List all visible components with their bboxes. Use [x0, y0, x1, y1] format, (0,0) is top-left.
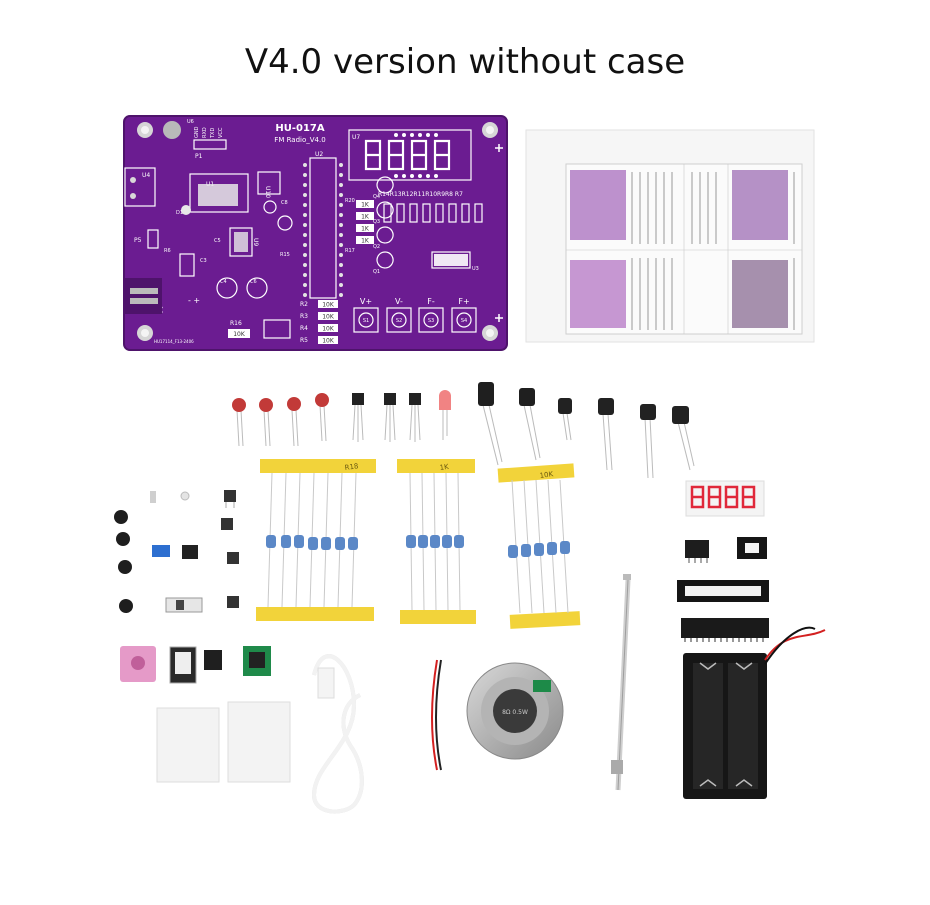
- svg-text:C6: C6: [250, 279, 257, 285]
- seven-segment-display: [685, 480, 765, 517]
- pcb-name: HU-017A: [275, 123, 325, 134]
- svg-text:R5: R5: [300, 337, 308, 344]
- pcb-10k-resistors: R2 R3 R4 R5 10K 10K 10K 10K: [300, 300, 338, 345]
- foam-pads: [156, 701, 291, 783]
- sheet-photo: [732, 170, 788, 240]
- svg-text:P1: P1: [195, 153, 203, 160]
- transistors: [352, 393, 421, 442]
- electrolytic-capacitors: [478, 382, 695, 479]
- pcb-board: HU-017A FM Radio_V4.0 GND RXD TXD VCC U6…: [123, 115, 508, 351]
- crosshair-marks: [495, 144, 503, 322]
- svg-text:GND: GND: [194, 126, 200, 138]
- svg-text:V+: V+: [360, 297, 372, 306]
- pcb-display-outline: U7: [348, 129, 472, 181]
- svg-text:R3: R3: [300, 313, 308, 320]
- svg-text:VCC: VCC: [218, 127, 224, 138]
- telescopic-antenna: [611, 574, 631, 791]
- svg-text:R15: R15: [280, 252, 290, 258]
- svg-text:P5: P5: [134, 237, 142, 244]
- svg-text:R4: R4: [300, 325, 308, 332]
- svg-text:Q1: Q1: [373, 269, 380, 275]
- instruction-sheet: [525, 129, 815, 343]
- svg-text:C5: C5: [214, 238, 221, 244]
- svg-text:C4: C4: [220, 279, 227, 285]
- sheet-photo: [732, 260, 788, 328]
- pcb-left-components: U4 U1 U10 U9 D1 C8 P5 R6 C3 C5 C4 C6: [124, 167, 293, 344]
- sheet-photo: [570, 260, 626, 328]
- jack: [182, 545, 198, 559]
- speaker: 8Ω 0.5W: [431, 659, 564, 771]
- svg-text:1K: 1K: [361, 202, 370, 209]
- svg-text:U4: U4: [142, 172, 150, 179]
- svg-text:S1: S1: [363, 318, 369, 324]
- page-title: V4.0 version without case: [244, 42, 686, 82]
- usb-plug: [317, 667, 335, 699]
- tape-label: R18: [344, 462, 359, 472]
- svg-text:1K: 1K: [361, 238, 370, 245]
- pcb-buttons: V+ V- F- F+ S1 S2 S3 S4: [353, 297, 477, 333]
- svg-text:Q2: Q2: [373, 244, 380, 250]
- svg-text:1K: 1K: [361, 226, 370, 233]
- svg-text:U10: U10: [264, 186, 271, 198]
- svg-text:Q4: Q4: [373, 194, 380, 200]
- svg-text:V-: V-: [395, 297, 403, 306]
- svg-text:S3: S3: [428, 318, 434, 324]
- svg-text:D1: D1: [176, 210, 183, 216]
- resistor-row-label: R14R13R12R11R10R9R8 R7: [378, 191, 463, 198]
- svg-text:U7: U7: [352, 134, 360, 141]
- battery-holder: [683, 626, 826, 799]
- svg-text:HU17114_F13-2406: HU17114_F13-2406: [154, 339, 194, 344]
- svg-text:U3: U3: [472, 266, 479, 272]
- ic-parts: [677, 537, 769, 642]
- svg-text:1K: 1K: [361, 214, 370, 221]
- svg-text:TXD: TXD: [210, 128, 216, 139]
- svg-text:C8: C8: [281, 200, 288, 206]
- pin-labels: GND RXD TXD VCC: [194, 126, 224, 139]
- pcb-resistor-row: [383, 203, 483, 223]
- speaker-rating: 8Ω 0.5W: [502, 709, 528, 716]
- svg-text:10K: 10K: [233, 331, 246, 338]
- svg-text:R6: R6: [164, 248, 171, 254]
- svg-text:U9: U9: [252, 238, 259, 246]
- modules-row: [120, 646, 271, 684]
- svg-text:10K: 10K: [322, 314, 335, 321]
- mounting-hole: [137, 121, 498, 341]
- pcb-side-resistors: R20 1K 1K 1K 1K R17: [345, 198, 374, 254]
- pcb-u3-outline: U3: [431, 251, 479, 272]
- svg-text:S4: S4: [461, 318, 467, 324]
- svg-text:10K: 10K: [322, 302, 335, 309]
- pcb-subtitle: FM Radio_V4.0: [274, 136, 325, 144]
- pcb-u2-outline: U2: [303, 151, 343, 299]
- svg-text:R17: R17: [345, 248, 355, 254]
- tape-label: 1K: [439, 463, 449, 472]
- resistor-strips: R18 1K 10K: [256, 459, 581, 629]
- svg-text:Q3: Q3: [373, 219, 380, 225]
- svg-text:F+: F+: [458, 297, 469, 306]
- small-parts: [114, 490, 239, 613]
- svg-text:F-: F-: [427, 297, 435, 306]
- svg-text:10K: 10K: [322, 338, 335, 345]
- polarity-label: - +: [188, 296, 200, 305]
- svg-text:R2: R2: [300, 301, 308, 308]
- svg-text:10K: 10K: [322, 326, 335, 333]
- svg-text:U6: U6: [187, 119, 194, 125]
- potentiometer: [152, 545, 170, 557]
- sheet-photo: [570, 170, 626, 240]
- usb-cable: [311, 654, 364, 814]
- svg-text:U2: U2: [315, 151, 323, 158]
- red-led: [439, 390, 451, 440]
- svg-text:C3: C3: [200, 258, 207, 264]
- pcb-transistors: [376, 176, 394, 269]
- svg-text:R20: R20: [345, 198, 355, 204]
- svg-text:RXD: RXD: [202, 127, 208, 138]
- svg-text:S2: S2: [396, 318, 402, 324]
- usb-connector: [204, 650, 222, 670]
- svg-text:R16: R16: [230, 320, 242, 327]
- tape-label: 10K: [539, 470, 554, 480]
- ceramic-capacitors: [232, 393, 329, 447]
